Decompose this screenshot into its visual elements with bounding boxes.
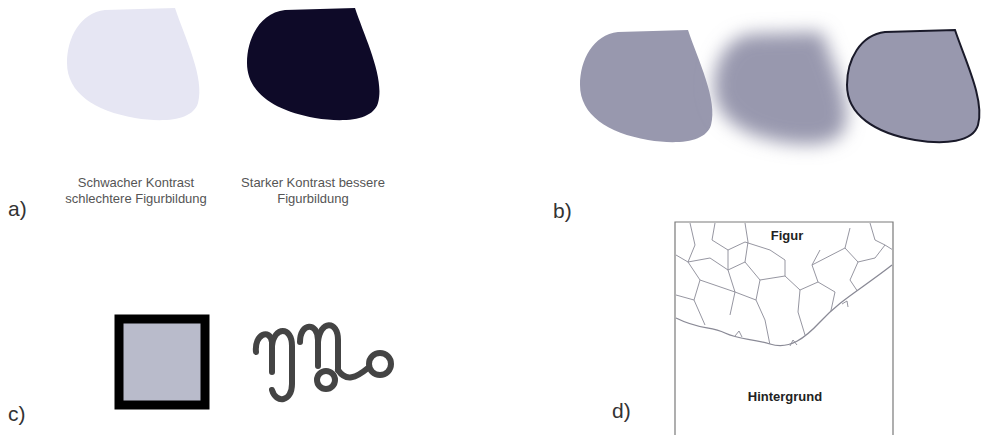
blurred-shape — [714, 32, 846, 144]
plain-shape — [580, 30, 712, 142]
panel-letter: d) — [612, 398, 631, 423]
caption-text: Starker Kontrast bessere Figurbildung — [238, 175, 388, 206]
region-label: Hintergrund — [745, 389, 825, 405]
low-contrast-shape — [67, 8, 199, 120]
framed-square — [119, 319, 205, 405]
panel-letter: a) — [8, 196, 27, 221]
region-label: Figur — [768, 228, 807, 244]
high-contrast-shape — [247, 8, 379, 120]
panel-letter: c) — [8, 401, 26, 426]
squiggle-glyph — [256, 325, 391, 399]
panel-letter: b) — [553, 198, 572, 223]
caption-text: Schwacher Kontrast schlechtere Figurbild… — [51, 175, 221, 206]
outlined-shape — [847, 30, 979, 142]
map-frame — [675, 222, 893, 435]
